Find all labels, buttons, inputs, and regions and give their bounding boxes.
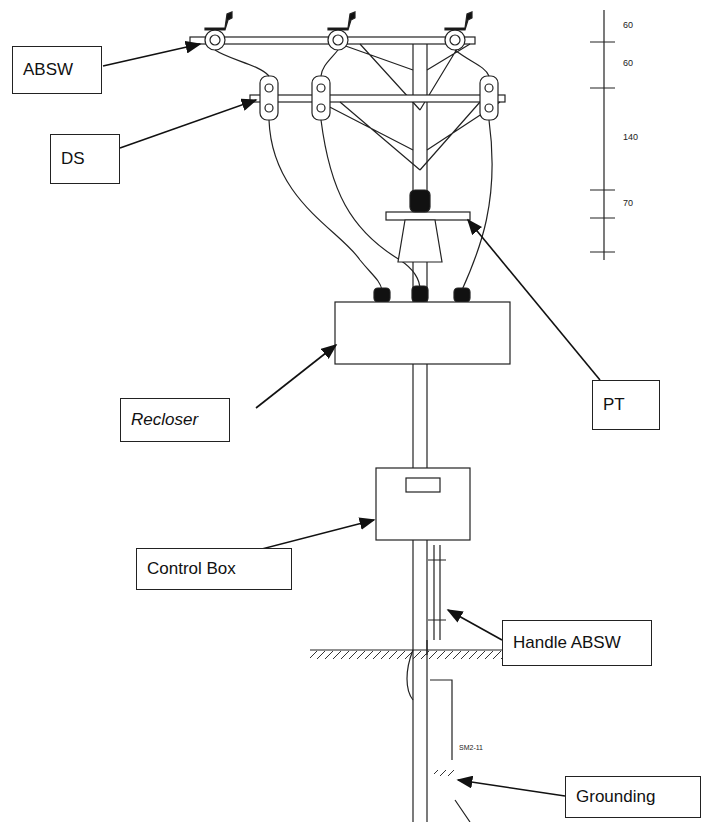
dimension-label: 60 — [622, 20, 634, 30]
dimension-label: 60 — [622, 58, 634, 68]
part-label: Handle ABSW — [513, 633, 621, 653]
label-box: Control Box — [136, 548, 292, 590]
label-box: ABSW — [12, 46, 102, 94]
label-box: DS — [50, 134, 120, 184]
part-code: SM2-11 — [458, 744, 484, 751]
part-label: Grounding — [576, 787, 655, 807]
label-box: Recloser — [120, 398, 230, 442]
part-label: PT — [603, 395, 625, 415]
part-label: ABSW — [23, 60, 73, 80]
label-box: PT — [592, 380, 660, 430]
label-box: Grounding — [565, 776, 701, 818]
part-label: Recloser — [131, 410, 198, 430]
part-label: Control Box — [147, 559, 236, 579]
dimension-label: 70 — [622, 198, 634, 208]
label-box: Handle ABSW — [502, 620, 652, 666]
dimension-label: 140 — [622, 132, 639, 142]
part-label: DS — [61, 149, 85, 169]
